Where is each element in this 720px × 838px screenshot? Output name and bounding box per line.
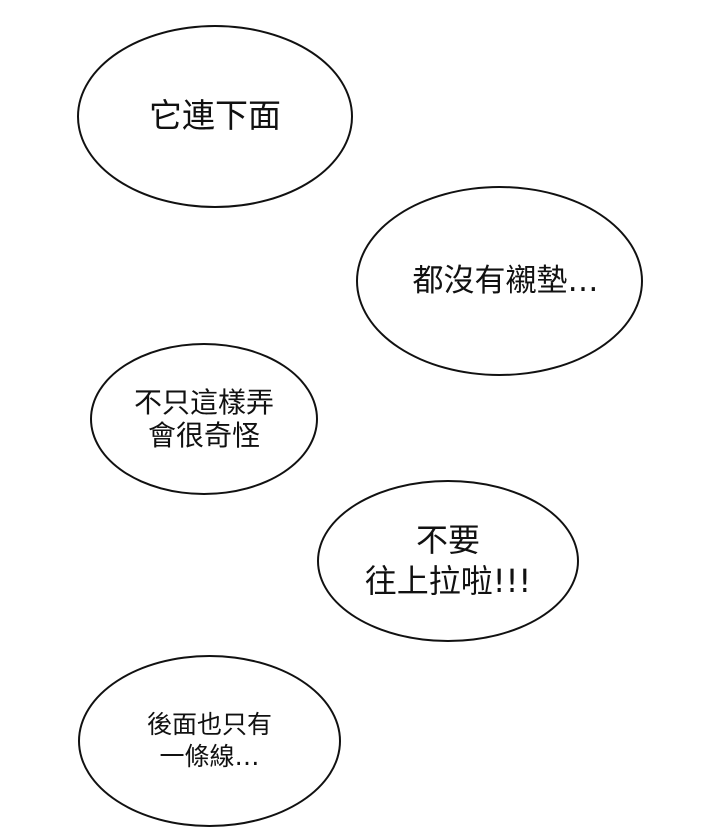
speech-bubble-4: 不要 往上拉啦!!! (317, 480, 579, 642)
bubble-text-line: 它連下面 (149, 96, 281, 136)
speech-bubble-5: 後面也只有 一條線… (78, 655, 341, 827)
bubble-text-line: 都沒有襯墊… (412, 262, 599, 299)
bubble-text-line: 一條線… (159, 742, 260, 771)
speech-bubble-1: 它連下面 (77, 25, 353, 208)
bubble-text-line: 不只這樣弄 (133, 385, 274, 419)
bubble-text-line: 不要 (415, 521, 480, 560)
speech-bubble-2: 都沒有襯墊… (356, 186, 643, 376)
bubble-text-line: 會很奇怪 (147, 419, 260, 452)
bubble-text-line: 往上拉啦!!! (364, 562, 532, 600)
bubble-text-line: 後面也只有 (146, 709, 272, 739)
speech-bubble-3: 不只這樣弄 會很奇怪 (90, 343, 318, 495)
